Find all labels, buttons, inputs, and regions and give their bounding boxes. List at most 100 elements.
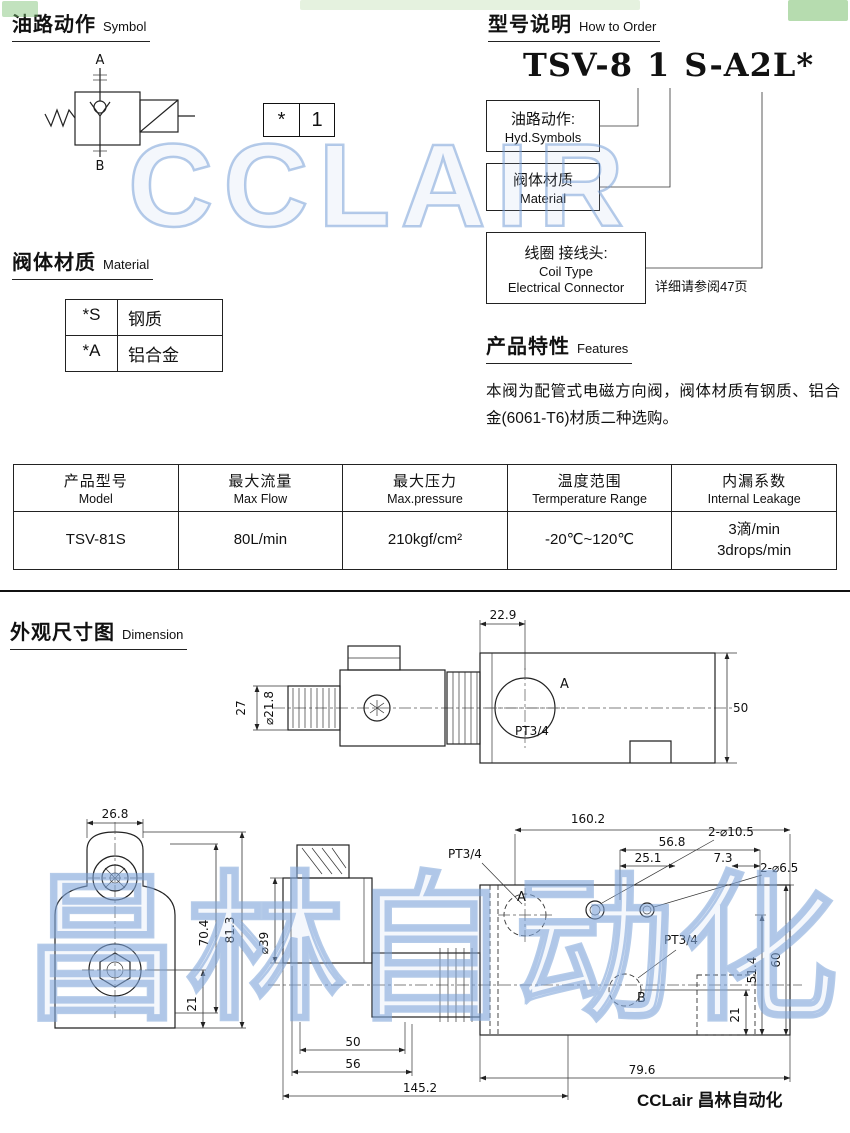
symbol-envelope	[74, 91, 141, 146]
model-code-series: TSV-8	[523, 46, 633, 84]
svg-text:21: 21	[728, 1007, 742, 1022]
svg-text:81.3: 81.3	[223, 917, 237, 944]
svg-text:25.1: 25.1	[635, 851, 662, 865]
svg-text:2-⌀10.5: 2-⌀10.5	[708, 825, 754, 839]
dimension-drawing-top: 27 ⌀21.8	[234, 608, 748, 764]
dim-145-2: 145.2	[282, 963, 569, 1100]
spec-value-max-flow: 80L/min	[179, 512, 344, 569]
svg-text:51.4: 51.4	[745, 957, 759, 984]
coil-screw-icon	[369, 700, 385, 716]
bolt-hole-small	[639, 902, 655, 918]
features-section-title: 产品特性 Features	[486, 330, 633, 364]
dim-56-bottom: 56	[291, 966, 413, 1076]
svg-text:145.2: 145.2	[403, 1081, 437, 1095]
pt34-b-label: PT3/4	[664, 933, 698, 947]
svg-text:50: 50	[733, 701, 748, 715]
spec-value-model: TSV-81S	[14, 512, 179, 569]
port-a-label-side: A	[517, 890, 526, 905]
model-code-symbol-digit: 1	[646, 46, 671, 84]
order-box-coil-en2: Electrical Connector	[507, 279, 625, 295]
material-title-cn: 阀体材质	[12, 252, 96, 274]
spec-header-max-pressure: 最大压力 Max.pressure	[343, 465, 508, 512]
spec-value-internal-leakage: 3滴/min 3drops/min	[717, 521, 792, 559]
dimension-title-cn: 外观尺寸图	[10, 622, 115, 644]
valve-body-side	[479, 652, 716, 764]
spec-header-internal-leakage: 内漏系数 Internal Leakage	[672, 465, 836, 512]
svg-text:22.9: 22.9	[490, 608, 517, 622]
dim-56-8: 56.8	[619, 835, 761, 900]
material-name: 钢质	[128, 310, 162, 329]
side-valve-body	[479, 884, 791, 1036]
dim-26-8: 26.8	[86, 808, 144, 838]
pt34-label: PT3/4	[515, 724, 549, 738]
dim-51-4: 51.4	[745, 914, 766, 1036]
front-upper-bolt	[88, 855, 142, 901]
dim-79-6: 79.6	[479, 1035, 791, 1082]
section-divider	[0, 590, 850, 592]
material-section-title: 阀体材质 Material	[12, 246, 154, 280]
features-title-en: Features	[577, 341, 629, 356]
side-connector-cap	[296, 844, 350, 879]
material-row-steel: *S 钢质	[66, 300, 222, 335]
material-name: 铝合金	[128, 346, 179, 365]
dim-25-1: 25.1	[619, 851, 676, 869]
dim-dia-21-8: ⌀21.8	[262, 691, 276, 725]
spec-value-max-pressure: 210kgf/cm²	[343, 512, 508, 569]
svg-text:26.8: 26.8	[102, 808, 129, 821]
side-coil	[282, 877, 373, 964]
dim-50-height: 50	[715, 652, 748, 764]
order-box-material: 阀体材质 Material	[486, 163, 600, 211]
dim-70-4: 70.4	[170, 843, 219, 1014]
symbol-title-en: Symbol	[103, 19, 147, 34]
svg-text:79.6: 79.6	[629, 1063, 656, 1077]
spec-table-row: TSV-81S 80L/min 210kgf/cm² -20℃~120℃ 3滴/…	[14, 512, 836, 569]
spec-header-max-flow: 最大流量 Max Flow	[178, 465, 344, 512]
port-b-label-side: B	[637, 991, 646, 1006]
svg-text:70.4: 70.4	[197, 920, 211, 947]
dim-60: 60	[769, 884, 794, 1036]
order-box-hyd-en: Hyd.Symbols	[504, 129, 582, 145]
svg-text:60: 60	[769, 952, 783, 967]
order-note: 详细请参阅47页	[655, 279, 748, 294]
features-text: 本阀为配管式电磁方向阀，阀体材质有钢质、铝合金(6061-T6)材质二种选购。	[486, 383, 840, 428]
order-title-en: How to Order	[579, 19, 657, 34]
front-lower-nut	[82, 943, 148, 997]
dim-21-front: 21	[148, 969, 206, 1029]
symbol-port-a-label: A	[96, 53, 105, 68]
spec-header-temp-range: 温度范围 Termperature Range	[507, 465, 673, 512]
order-box-mat-cn: 阀体材质	[512, 171, 573, 189]
coil-connector-cap	[347, 645, 401, 671]
dim-50-bottom: 50	[299, 1022, 406, 1054]
spec-value-temp-range: -20℃~120℃	[508, 512, 673, 569]
symbol-section-title: 油路动作 Symbol	[12, 8, 151, 42]
port-a-label: A	[560, 677, 569, 692]
dimension-title-en: Dimension	[122, 627, 184, 642]
svg-text:56.8: 56.8	[659, 835, 686, 849]
symbol-title-cn: 油路动作	[12, 14, 96, 36]
dim-21-side: 21	[641, 989, 750, 1036]
footer-brand: CCLair 昌林自动化	[637, 1091, 783, 1110]
spring-symbol	[44, 108, 76, 128]
svg-text:21: 21	[185, 996, 199, 1011]
pt34-a-label: PT3/4	[448, 847, 482, 861]
spec-table-header: 产品型号 Model 最大流量 Max Flow 最大压力 Max.pressu…	[14, 465, 836, 512]
order-title-cn: 型号说明	[488, 14, 572, 36]
dimension-section-title: 外观尺寸图 Dimension	[10, 616, 188, 650]
order-box-hyd-symbols: 油路动作: Hyd.Symbols	[486, 100, 600, 152]
material-row-aluminum: *A 铝合金	[66, 335, 222, 371]
callout-holes-large: 2-⌀10.5	[601, 825, 754, 904]
material-code: *S	[66, 300, 118, 335]
dimension-drawing-bottom: 26.8 70.4 81.3 21	[54, 808, 802, 1100]
variant-star-cell: *	[277, 108, 286, 131]
body-step	[629, 740, 672, 763]
bolt-hole-large	[585, 900, 605, 920]
order-section-title: 型号说明 How to Order	[488, 8, 661, 42]
order-box-hyd-cn: 油路动作:	[510, 110, 576, 128]
svg-text:27: 27	[234, 700, 248, 715]
scan-artifact	[788, 0, 848, 21]
hydraulic-symbol-diagram: A B	[44, 53, 195, 174]
callout-holes-small: 2-⌀6.5	[653, 861, 798, 908]
symbol-port-b-label: B	[96, 159, 105, 174]
check-valve-ball	[93, 100, 107, 114]
